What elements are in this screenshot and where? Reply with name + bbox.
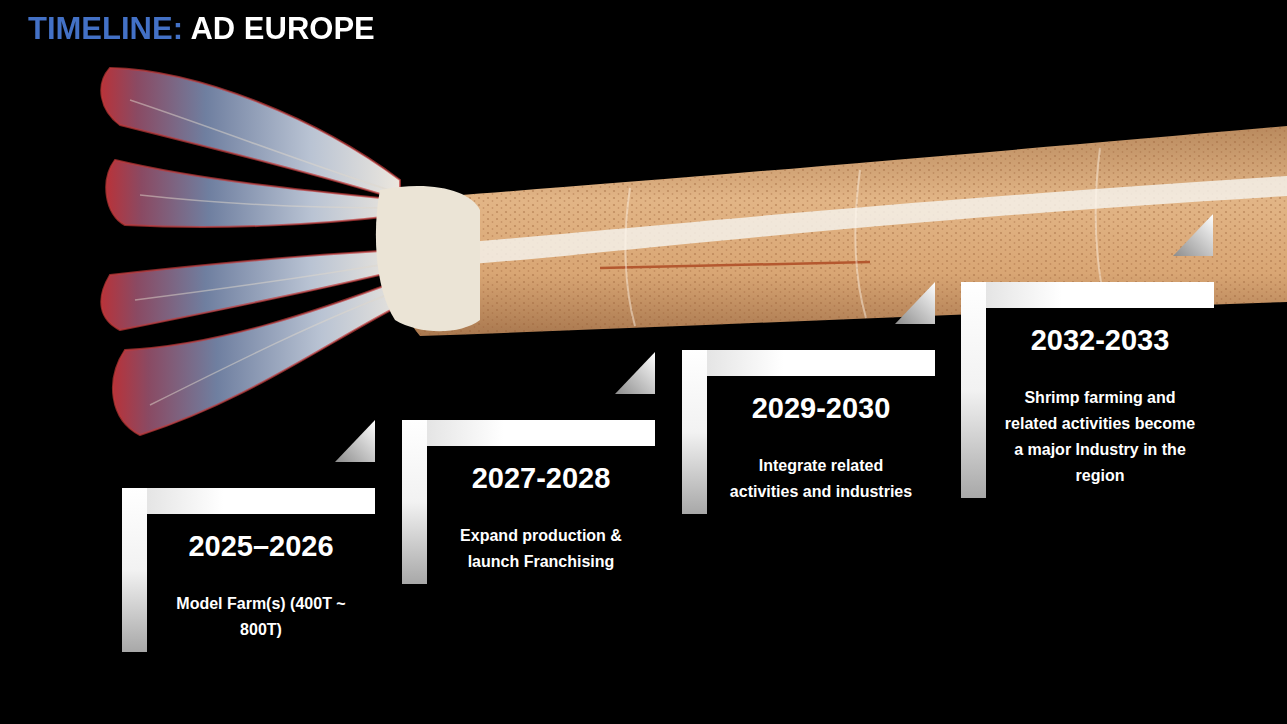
step-content: 2029-2030Integrate related activities an… xyxy=(707,350,935,513)
step-triangle xyxy=(1173,214,1213,256)
timeline-step: 2025–2026Model Farm(s) (400T ~ 800T) xyxy=(122,488,375,652)
step-years: 2029-2030 xyxy=(707,392,935,425)
tail-base xyxy=(376,186,480,331)
bracket-side xyxy=(402,420,427,584)
bracket-side xyxy=(961,282,986,498)
step-description: Integrate related activities and industr… xyxy=(723,453,919,505)
step-triangle xyxy=(335,420,375,462)
tail-rib xyxy=(130,100,400,405)
step-years: 2025–2026 xyxy=(147,530,375,563)
timeline-step: 2032-2033Shrimp farming and related acti… xyxy=(961,282,1214,498)
step-description: Expand production & launch Franchising xyxy=(443,523,639,575)
step-content: 2027-2028Expand production & launch Fran… xyxy=(427,420,655,583)
bracket-top xyxy=(961,282,1214,308)
slide-title: TIMELINE: AD EUROPE xyxy=(28,10,375,47)
tail-lobe xyxy=(106,160,400,227)
step-content: 2025–2026Model Farm(s) (400T ~ 800T) xyxy=(147,488,375,651)
step-triangle xyxy=(895,282,935,324)
step-description: Model Farm(s) (400T ~ 800T) xyxy=(163,591,359,643)
bracket-top xyxy=(682,350,935,376)
bracket-top xyxy=(122,488,375,514)
body-stripe xyxy=(420,176,1287,268)
timeline-step: 2027-2028Expand production & launch Fran… xyxy=(402,420,655,584)
body-line xyxy=(600,262,870,268)
segment-line xyxy=(625,188,635,326)
bracket-side xyxy=(122,488,147,652)
shrimp-tail xyxy=(101,68,480,435)
segment-line xyxy=(855,170,866,318)
bracket-top xyxy=(402,420,655,446)
body-shell xyxy=(390,126,1287,336)
step-triangle xyxy=(615,352,655,394)
bracket-side xyxy=(682,350,707,514)
body-speckle xyxy=(390,126,1287,336)
step-years: 2032-2033 xyxy=(986,324,1214,357)
shrimp-body xyxy=(390,126,1287,336)
step-years: 2027-2028 xyxy=(427,462,655,495)
step-content: 2032-2033Shrimp farming and related acti… xyxy=(986,282,1214,497)
timeline-step: 2029-2030Integrate related activities an… xyxy=(682,350,935,514)
step-description: Shrimp farming and related activities be… xyxy=(1002,385,1198,489)
